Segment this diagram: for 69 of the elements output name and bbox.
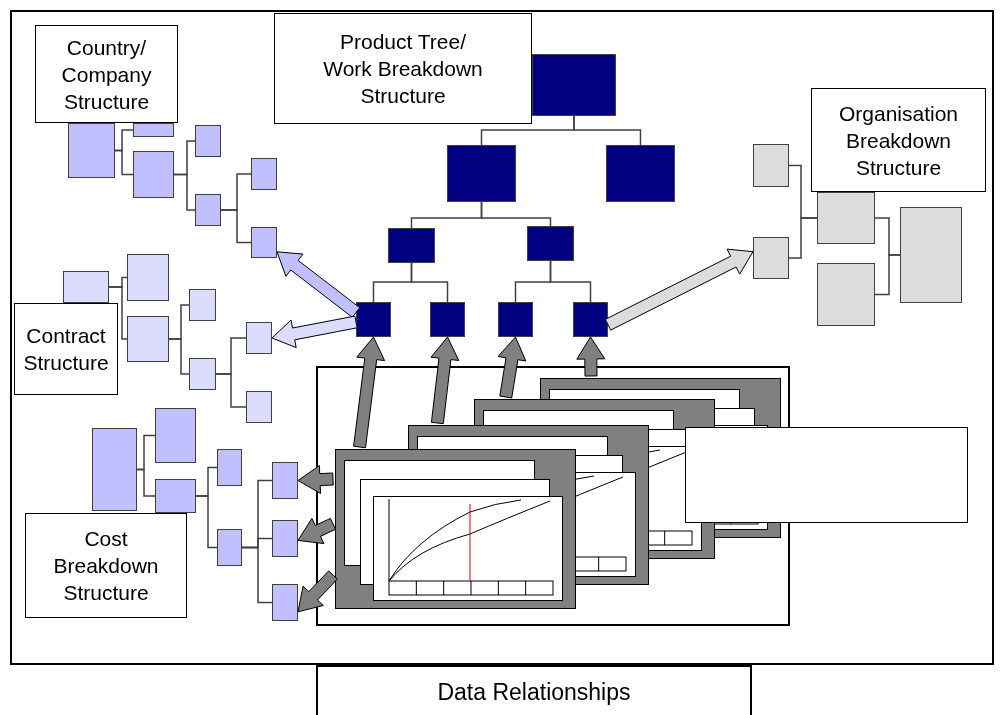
tree-box bbox=[127, 254, 169, 301]
tree-connector bbox=[573, 115, 642, 146]
tree-connector bbox=[241, 546, 273, 604]
tree-box bbox=[189, 358, 216, 390]
tree-box bbox=[217, 529, 242, 566]
label-box: Cost Breakdown Structure bbox=[25, 513, 187, 618]
tree-box bbox=[63, 271, 109, 303]
tree-box bbox=[498, 302, 533, 337]
block-arrow bbox=[297, 570, 338, 613]
block-arrow bbox=[297, 517, 337, 545]
chart-window-drawing bbox=[335, 449, 576, 609]
tree-box bbox=[430, 302, 465, 337]
tree-box bbox=[272, 584, 298, 621]
tree-connector bbox=[114, 149, 134, 176]
tree-box bbox=[68, 123, 115, 178]
tree-connector bbox=[136, 468, 156, 497]
tree-box bbox=[92, 428, 137, 511]
label-box: Organisation Breakdown Structure bbox=[811, 88, 986, 192]
tree-connector bbox=[480, 201, 552, 227]
tree-box bbox=[532, 54, 616, 116]
tree-box bbox=[817, 192, 875, 244]
tree-box bbox=[527, 226, 574, 261]
tree-box bbox=[388, 228, 435, 263]
tree-box bbox=[246, 391, 272, 423]
block-arrow bbox=[604, 248, 754, 331]
tree-box bbox=[573, 302, 608, 337]
tree-box bbox=[606, 145, 675, 202]
block-arrow bbox=[271, 315, 358, 349]
tree-box bbox=[753, 144, 789, 187]
tree-box bbox=[133, 123, 174, 137]
tree-connector bbox=[874, 254, 901, 296]
tree-box bbox=[447, 145, 516, 202]
tree-box bbox=[753, 237, 789, 279]
block-arrow bbox=[497, 336, 527, 399]
tree-box bbox=[251, 227, 277, 258]
tree-box bbox=[217, 449, 242, 486]
tree-box bbox=[133, 151, 174, 198]
label-box: Contract Structure bbox=[14, 303, 118, 395]
tree-box bbox=[272, 520, 298, 557]
tree-connector bbox=[788, 217, 818, 259]
tree-box bbox=[272, 462, 298, 499]
tree-box bbox=[195, 194, 221, 226]
block-arrow bbox=[276, 251, 361, 318]
tree-box bbox=[155, 479, 196, 513]
tree-box bbox=[356, 302, 391, 337]
tree-connector bbox=[215, 373, 247, 408]
tree-box bbox=[817, 263, 875, 326]
tree-connector bbox=[410, 262, 449, 303]
tree-connector bbox=[195, 495, 218, 549]
diagram-title: Data Relationships bbox=[316, 665, 752, 715]
tree-connector bbox=[168, 338, 190, 375]
tree-connector bbox=[173, 173, 196, 211]
blank-box bbox=[685, 427, 968, 523]
tree-box bbox=[127, 316, 169, 362]
tree-box bbox=[195, 125, 221, 157]
tree-box bbox=[155, 408, 196, 463]
tree-connector bbox=[108, 286, 128, 340]
tree-connector bbox=[220, 209, 252, 244]
label-box: Product Tree/ Work Breakdown Structure bbox=[274, 13, 532, 124]
tree-box bbox=[246, 322, 272, 354]
block-arrow bbox=[430, 336, 460, 425]
label-box: Country/ Company Structure bbox=[35, 25, 178, 123]
block-arrow bbox=[297, 465, 334, 494]
tree-box bbox=[251, 158, 277, 190]
tree-connector bbox=[549, 260, 592, 303]
tree-box bbox=[900, 207, 962, 303]
tree-box bbox=[189, 289, 216, 321]
block-arrow bbox=[576, 336, 606, 377]
block-arrow bbox=[353, 336, 386, 449]
